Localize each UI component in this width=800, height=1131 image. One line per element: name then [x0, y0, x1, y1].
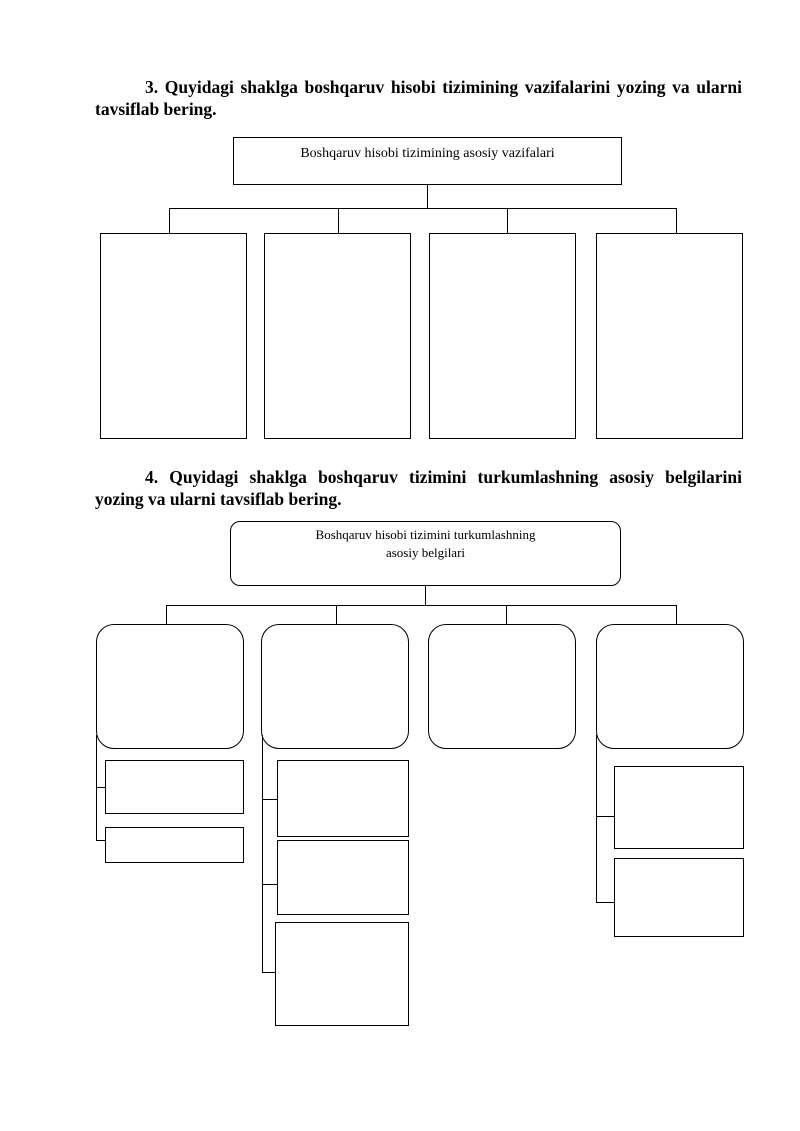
connector	[676, 605, 677, 625]
connector	[596, 902, 614, 903]
answer-box-3-4[interactable]	[596, 233, 743, 439]
connector	[169, 208, 170, 234]
connector	[596, 816, 614, 817]
sub-box-4-1-2[interactable]	[105, 827, 244, 863]
category-box-4-2[interactable]	[261, 624, 409, 749]
sub-box-4-2-3[interactable]	[275, 922, 409, 1026]
connector	[425, 586, 426, 605]
answer-box-3-2[interactable]	[264, 233, 411, 439]
category-box-4-1[interactable]	[96, 624, 244, 749]
connector	[262, 884, 277, 885]
connector	[676, 208, 677, 234]
connector	[338, 208, 339, 234]
diagram-4-title-box: Boshqaruv hisobi tizimini turkumlashning…	[230, 521, 621, 586]
connector	[336, 605, 337, 625]
connector	[506, 605, 507, 625]
task-4-instruction: 4. Quyidagi shaklga boshqaruv tizimini t…	[95, 467, 742, 509]
connector	[96, 787, 106, 788]
connector	[96, 840, 106, 841]
category-box-4-3[interactable]	[428, 624, 576, 749]
connector	[596, 735, 597, 902]
connector	[262, 735, 263, 972]
diagram-4-title-line-2: asosiy belgilari	[385, 545, 466, 560]
sub-box-4-4-1[interactable]	[614, 766, 744, 849]
connector	[169, 208, 677, 209]
connector	[262, 972, 276, 973]
task-3-instruction: 3. Quyidagi shaklga boshqaruv hisobi tiz…	[95, 77, 742, 119]
connector	[427, 185, 428, 208]
connector	[262, 799, 277, 800]
diagram-3-title: Boshqaruv hisobi tizimining asosiy vazif…	[300, 146, 555, 161]
connector	[166, 605, 677, 606]
sub-box-4-1-1[interactable]	[105, 760, 244, 814]
answer-box-3-1[interactable]	[100, 233, 247, 439]
diagram-4-title-line-1: Boshqaruv hisobi tizimini turkumlashning	[315, 527, 536, 542]
answer-box-3-3[interactable]	[429, 233, 576, 439]
sub-box-4-2-2[interactable]	[277, 840, 409, 915]
sub-box-4-2-1[interactable]	[277, 760, 409, 837]
category-box-4-4[interactable]	[596, 624, 744, 749]
diagram-3-title-box: Boshqaruv hisobi tizimining asosiy vazif…	[233, 137, 622, 185]
connector	[166, 605, 167, 625]
sub-box-4-4-2[interactable]	[614, 858, 744, 937]
connector	[507, 208, 508, 234]
